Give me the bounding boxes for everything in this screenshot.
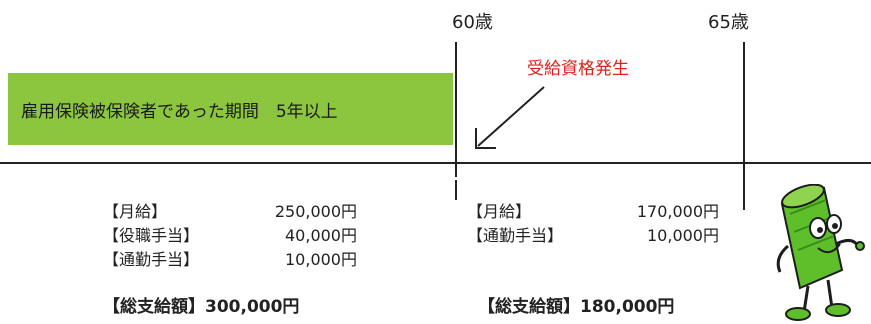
before-item-label: 【通勤手当】 [103, 250, 200, 269]
age-60-marker-line [455, 42, 457, 177]
age-65-marker-line [743, 42, 745, 210]
insured-period-bar: 雇用保険被保険者であった期間 5年以上 [8, 73, 453, 145]
before-item-value: 40,000円 [285, 226, 357, 245]
before-total-label: 【総支給額】 [103, 297, 205, 317]
eligibility-event-label: 受給資格発生 [527, 59, 629, 79]
green-rolled-bill-mascot-icon [776, 184, 865, 321]
after-item-label: 【月給】 [467, 202, 532, 221]
before-total-value: 300,000円 [205, 297, 300, 317]
after-item-value: 10,000円 [647, 226, 719, 245]
age-65-label: 65歳 [708, 12, 749, 33]
after-total: 【総支給額】180,000円 [478, 292, 674, 317]
before-item-value: 10,000円 [285, 250, 357, 269]
age-60-lower-tick [455, 180, 457, 200]
before-item-label: 【役職手当】 [103, 226, 200, 245]
insured-period-label: 雇用保険被保険者であった期間 5年以上 [21, 102, 338, 122]
timeline-axis [0, 162, 871, 164]
after-total-label: 【総支給額】 [478, 297, 580, 317]
before-item-label: 【月給】 [103, 202, 168, 221]
before-item-value: 250,000円 [274, 202, 357, 221]
age-60-label: 60歳 [452, 12, 493, 33]
after-total-value: 180,000円 [580, 297, 675, 317]
after-item-value: 170,000円 [636, 202, 719, 221]
before-total: 【総支給額】300,000円 [103, 292, 299, 317]
after-item-label: 【通勤手当】 [467, 226, 564, 245]
diagonal-arrow-icon [475, 86, 545, 149]
